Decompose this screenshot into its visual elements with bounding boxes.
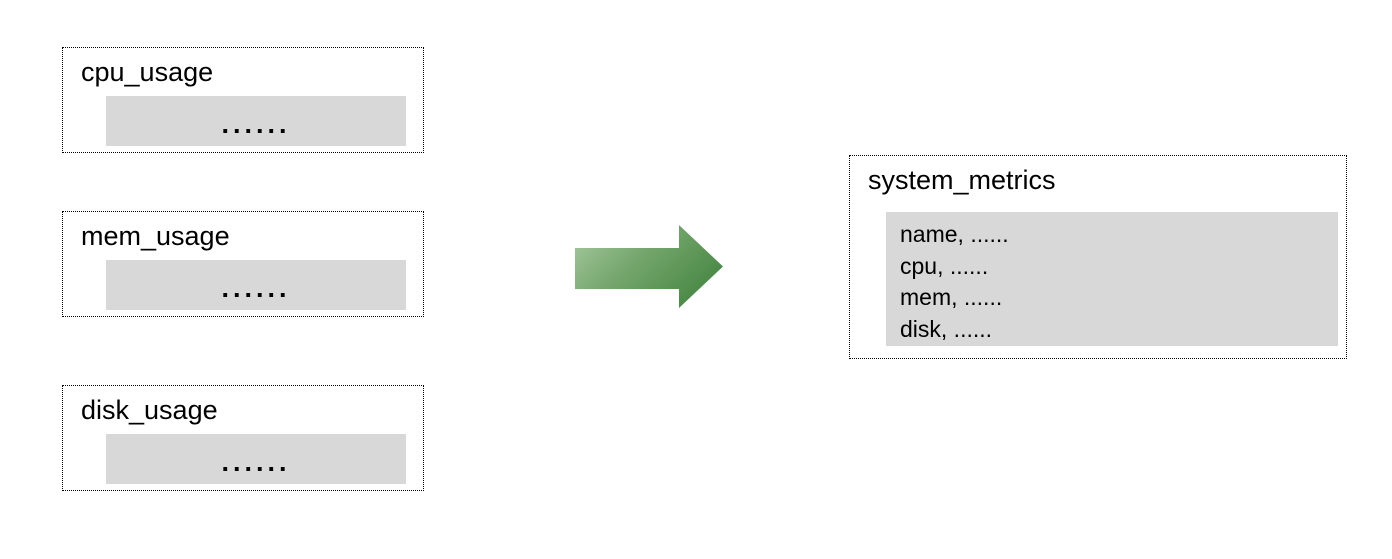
- table-title: system_metrics: [868, 165, 1056, 195]
- table-rows-bar: ......: [106, 434, 406, 484]
- table-system-metrics: system_metrics name, ...... cpu, ...... …: [849, 155, 1347, 359]
- table-rows-bar: ......: [106, 260, 406, 310]
- table-rows-bar: ......: [106, 96, 406, 146]
- table-row: mem, ......: [900, 284, 1003, 310]
- table-row: cpu, ......: [900, 252, 989, 279]
- rows-placeholder-dots: ......: [221, 272, 291, 303]
- right-arrow-icon: [575, 225, 723, 308]
- table-row: disk, ......: [900, 315, 993, 342]
- rows-placeholder-dots: ......: [221, 446, 291, 477]
- table-disk-usage: disk_usage ......: [62, 385, 424, 491]
- table-rows-bar: name, ...... cpu, ...... mem, ...... dis…: [886, 212, 1338, 346]
- table-mem-usage: mem_usage ......: [62, 211, 424, 317]
- table-cpu-usage: cpu_usage ......: [62, 47, 424, 153]
- rows-placeholder-dots: ......: [221, 108, 291, 139]
- table-title: disk_usage: [81, 395, 218, 425]
- table-title: cpu_usage: [81, 57, 214, 87]
- table-title: mem_usage: [81, 221, 230, 251]
- table-row: name, ......: [900, 221, 1009, 247]
